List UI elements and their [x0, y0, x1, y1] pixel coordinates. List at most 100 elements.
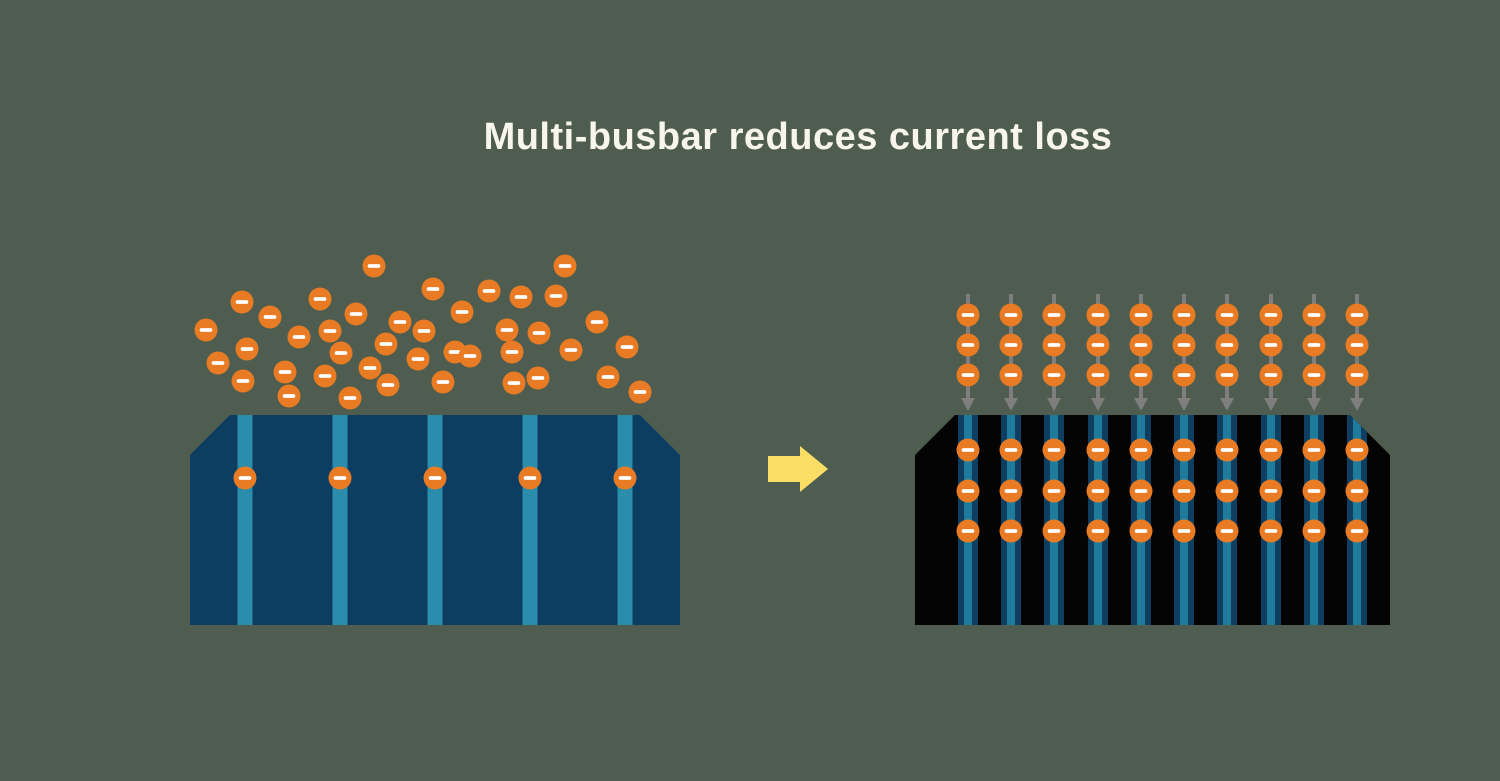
electron [362, 254, 386, 278]
electron [527, 321, 551, 345]
minus-icon [1004, 313, 1018, 317]
electron [1345, 333, 1369, 357]
minus-icon [1307, 373, 1321, 377]
down-arrow-head-icon [1177, 398, 1191, 411]
electron [1129, 519, 1153, 543]
minus-icon [1177, 343, 1191, 347]
electron [1172, 303, 1196, 327]
electron [628, 380, 652, 404]
down-arrow-head-icon [1307, 398, 1321, 411]
minus-icon [1047, 448, 1061, 452]
minus-icon [1350, 489, 1364, 493]
minus-icon [961, 313, 975, 317]
minus-icon [564, 348, 578, 352]
electron [956, 438, 980, 462]
down-arrow-head-icon [1004, 398, 1018, 411]
down-arrow-head-icon [1134, 398, 1148, 411]
right-arrow-icon [768, 446, 828, 492]
down-arrow-head-icon [961, 398, 975, 411]
minus-icon [363, 366, 377, 370]
electron [1302, 438, 1326, 462]
electron [1172, 333, 1196, 357]
electron [318, 319, 342, 343]
electron [509, 285, 533, 309]
minus-icon [238, 476, 252, 480]
electron [1042, 363, 1066, 387]
electron-flow-columns [956, 294, 1369, 411]
electron [1172, 438, 1196, 462]
minus-icon [1134, 373, 1148, 377]
minus-icon [334, 351, 348, 355]
electron [1042, 438, 1066, 462]
electron [1345, 363, 1369, 387]
scattered-electrons [194, 254, 652, 410]
minus-icon [1177, 489, 1191, 493]
electron [431, 370, 455, 394]
minus-icon [1047, 489, 1061, 493]
electron [329, 341, 353, 365]
minus-icon [235, 300, 249, 304]
electron [526, 366, 550, 390]
electron [450, 300, 474, 324]
minus-icon [1004, 373, 1018, 377]
electron [1129, 438, 1153, 462]
minus-icon [1047, 373, 1061, 377]
minus-icon [199, 328, 213, 332]
electron [518, 466, 542, 490]
electron [1345, 479, 1369, 503]
minus-icon [455, 310, 469, 314]
electron [999, 438, 1023, 462]
electron [374, 332, 398, 356]
electron [258, 305, 282, 329]
electron [1172, 479, 1196, 503]
electron [613, 466, 637, 490]
electron [421, 277, 445, 301]
electron [412, 319, 436, 343]
minus-icon [1264, 313, 1278, 317]
electron [999, 479, 1023, 503]
electron [999, 519, 1023, 543]
busbar [522, 415, 538, 625]
minus-icon [1307, 343, 1321, 347]
minus-icon [1307, 448, 1321, 452]
electron [1215, 363, 1239, 387]
minus-icon [1177, 448, 1191, 452]
electron [999, 363, 1023, 387]
electron [233, 466, 257, 490]
minus-icon [393, 320, 407, 324]
electron [423, 466, 447, 490]
minus-icon [1004, 343, 1018, 347]
minus-icon [1004, 489, 1018, 493]
minus-icon [426, 287, 440, 291]
minus-icon [1177, 529, 1191, 533]
electron [999, 303, 1023, 327]
electron [596, 365, 620, 389]
electron [999, 333, 1023, 357]
minus-icon [333, 476, 347, 480]
down-arrow-head-icon [1264, 398, 1278, 411]
electron [194, 318, 218, 342]
minus-icon [417, 329, 431, 333]
minus-icon [961, 373, 975, 377]
electron [956, 303, 980, 327]
minus-icon [961, 529, 975, 533]
busbar [332, 415, 348, 625]
minus-icon [236, 379, 250, 383]
electron [615, 335, 639, 359]
electron [1302, 519, 1326, 543]
electron [277, 384, 301, 408]
minus-icon [961, 489, 975, 493]
minus-icon [1091, 489, 1105, 493]
minus-icon [1220, 489, 1234, 493]
minus-icon [1220, 373, 1234, 377]
electron [502, 371, 526, 395]
electron [328, 466, 352, 490]
minus-icon [411, 357, 425, 361]
busbar [237, 415, 253, 625]
electron [495, 318, 519, 342]
electron [1259, 519, 1283, 543]
electron [1302, 333, 1326, 357]
electron [1086, 519, 1110, 543]
electron [1086, 333, 1110, 357]
